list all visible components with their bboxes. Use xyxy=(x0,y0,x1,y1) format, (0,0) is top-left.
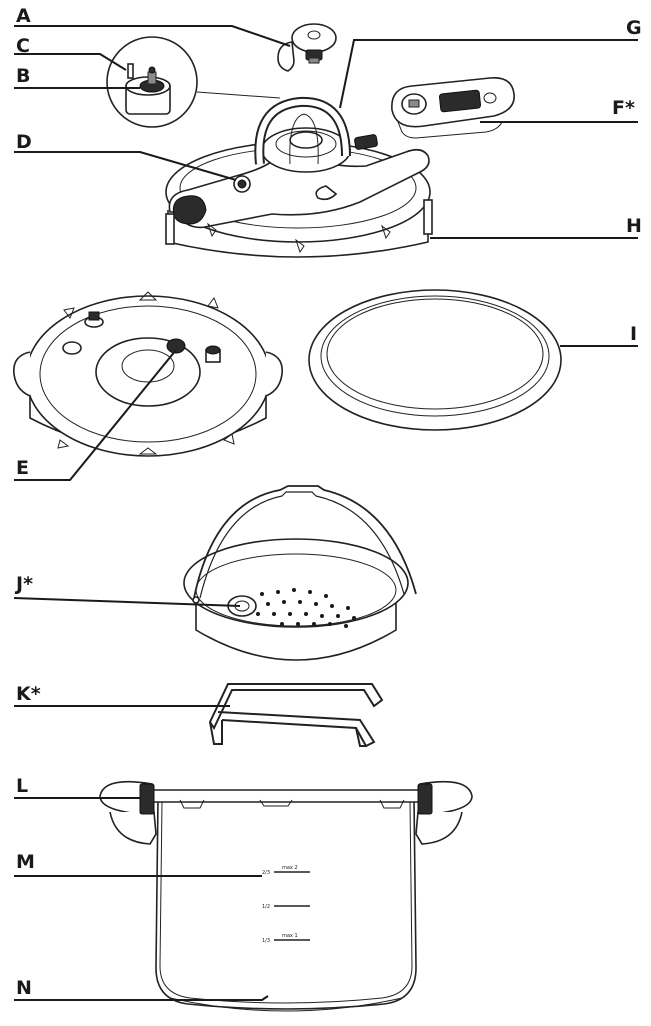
label-g: G xyxy=(626,17,642,39)
part-e-lid-underside xyxy=(13,291,283,457)
marking-max1: max 1 xyxy=(282,933,298,939)
label-h: H xyxy=(626,215,642,237)
part-k-trivet xyxy=(208,683,384,748)
part-pot: max 2 max 1 2/3 1/2 1/3 xyxy=(99,780,473,1012)
label-m: M xyxy=(16,851,35,873)
basket-holes xyxy=(256,588,356,628)
label-l: L xyxy=(16,775,28,797)
label-i: I xyxy=(630,323,637,345)
label-c: C xyxy=(16,35,30,57)
label-a: A xyxy=(16,5,31,27)
label-e: E xyxy=(16,457,29,479)
label-f: F* xyxy=(612,97,635,119)
part-lid-assembly xyxy=(165,96,433,258)
marking-half: 1/2 xyxy=(262,904,270,910)
label-n: N xyxy=(16,977,32,999)
label-j: J* xyxy=(14,573,33,595)
label-k: K* xyxy=(16,683,41,705)
label-d: D xyxy=(16,131,32,153)
part-bc-inset xyxy=(106,36,281,128)
label-b: B xyxy=(16,65,30,87)
part-labels: A C B D G F* H I E J* K* L M N xyxy=(14,5,642,999)
marking-max2: max 2 xyxy=(282,865,298,871)
part-a-valve xyxy=(277,23,337,72)
leader-lines xyxy=(13,25,638,1001)
part-f-timer xyxy=(391,77,515,139)
marking-two-thirds: 2/3 xyxy=(262,870,270,876)
part-j-steam-basket xyxy=(183,485,417,661)
marking-one-third: 1/3 xyxy=(262,938,270,944)
part-i-gasket xyxy=(308,289,562,431)
